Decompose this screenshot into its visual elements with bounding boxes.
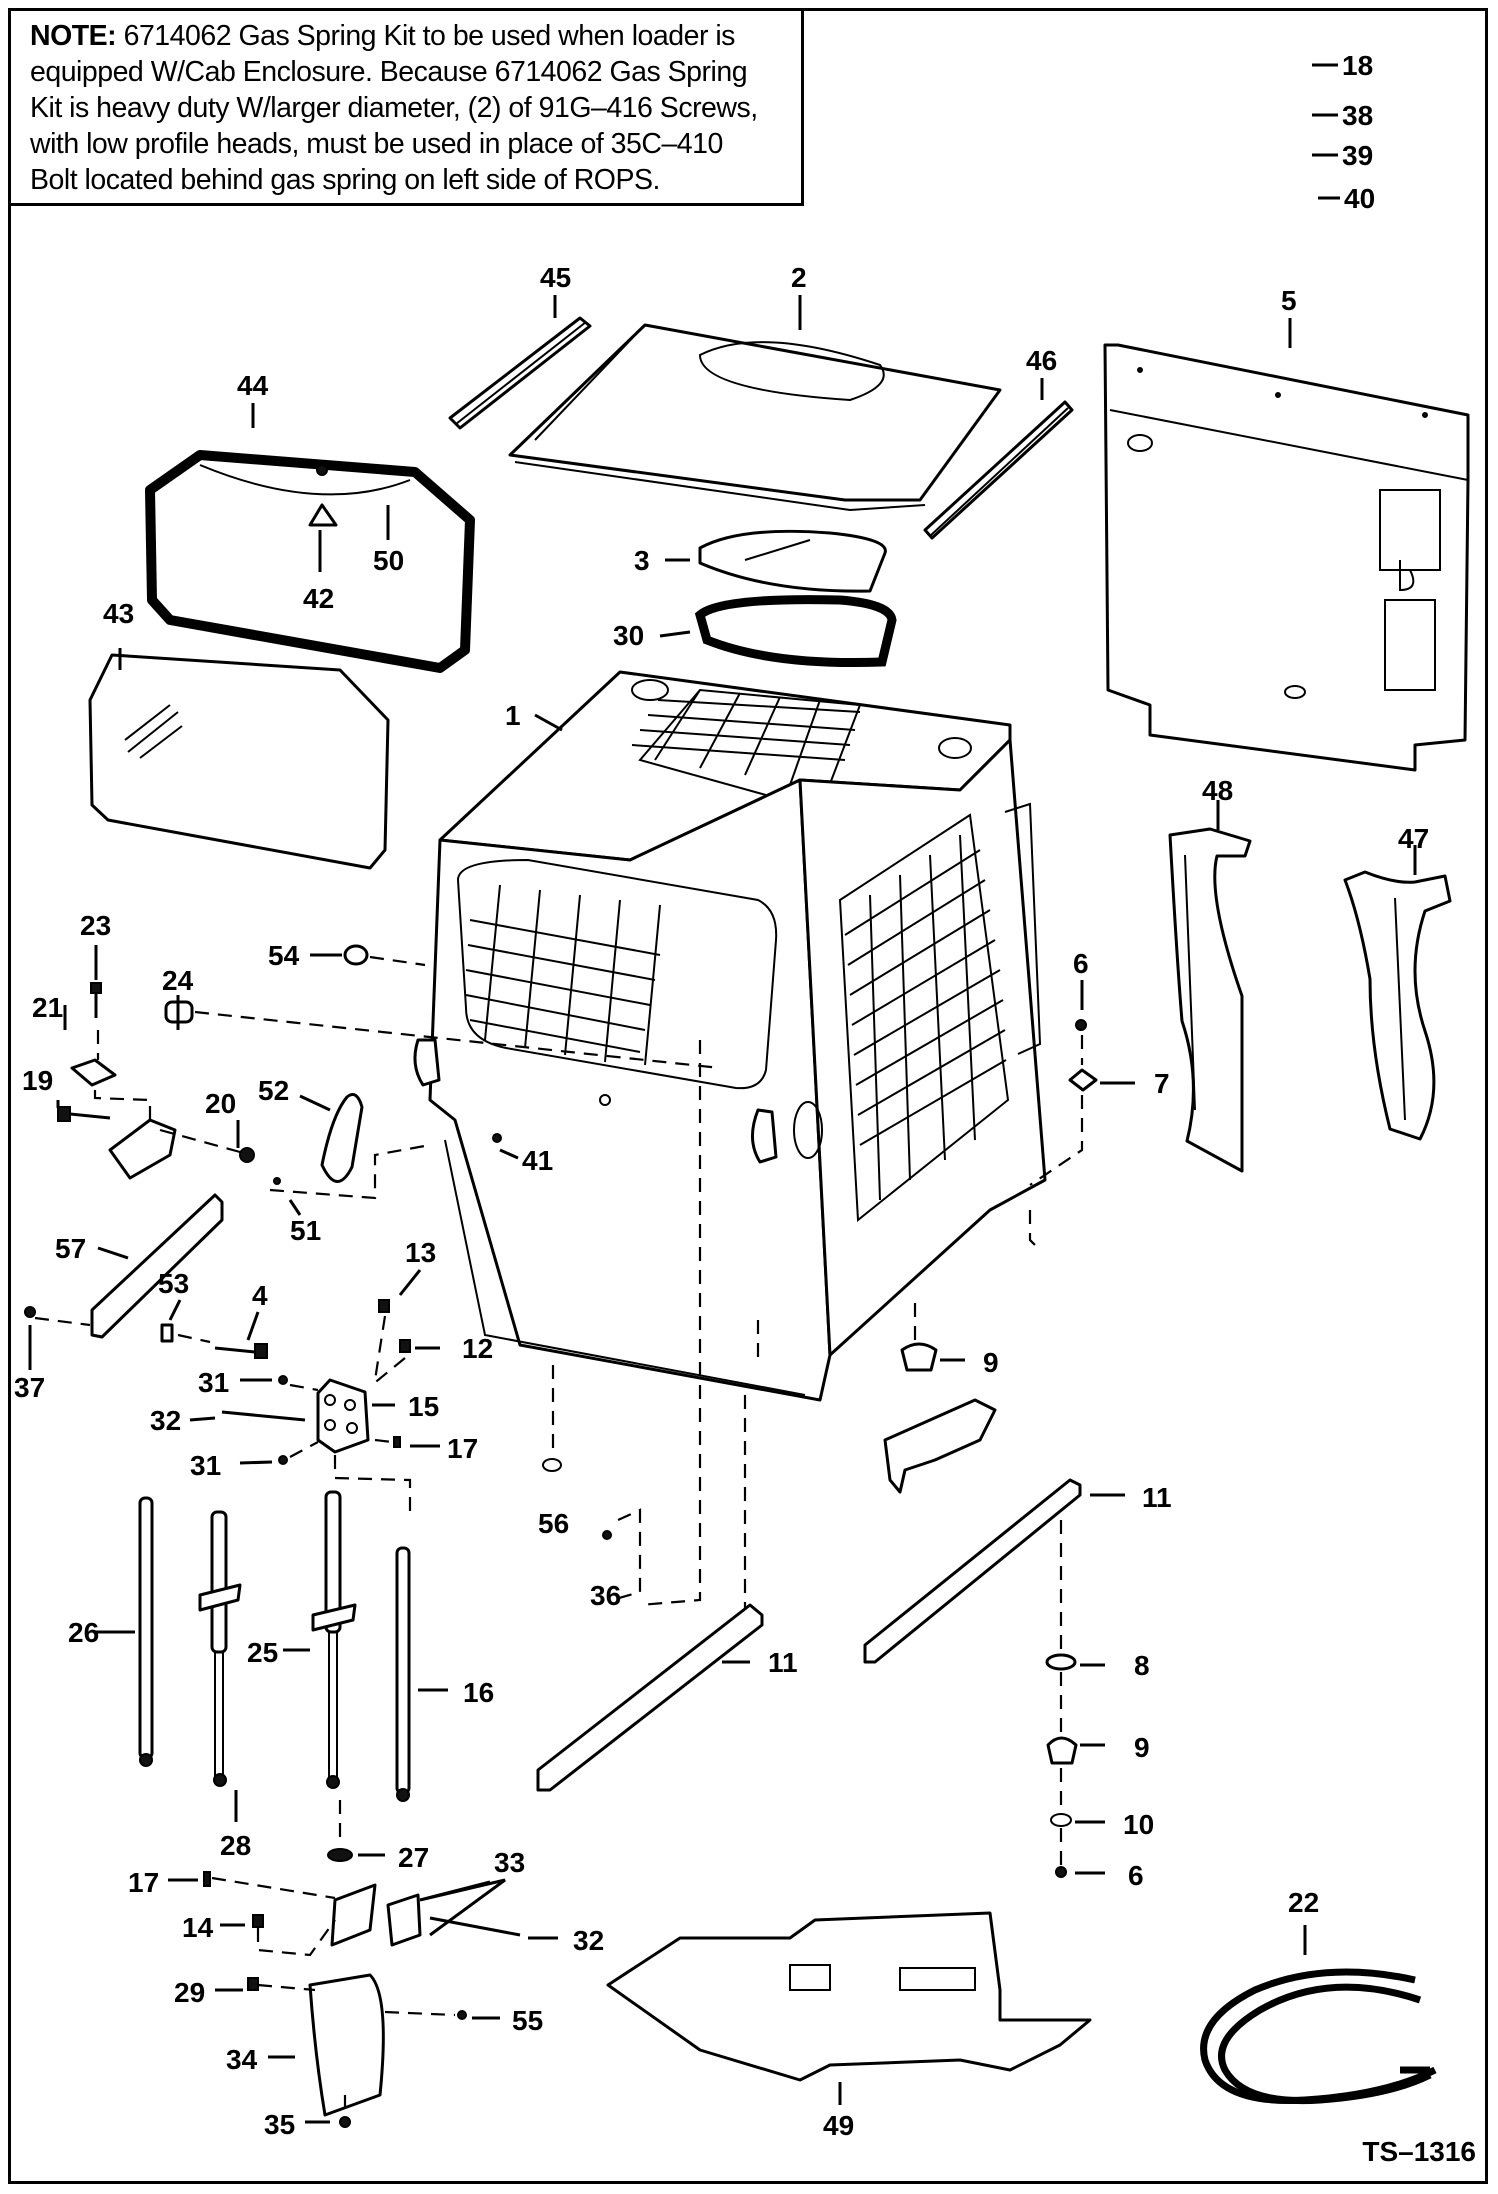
callout-4: 4 xyxy=(252,1280,268,1311)
callout-57: 57 xyxy=(55,1233,86,1264)
callout-12: 12 xyxy=(462,1333,493,1364)
callout-6-lower: 6 xyxy=(1128,1860,1144,1891)
callout-46: 46 xyxy=(1026,345,1057,376)
callout-9-upper: 9 xyxy=(983,1347,999,1378)
note-text: NOTE: 6714062 Gas Spring Kit to be used … xyxy=(30,18,787,198)
callout-51: 51 xyxy=(290,1215,321,1246)
callout-43: 43 xyxy=(103,598,134,629)
callout-26: 26 xyxy=(68,1617,99,1648)
note-line-4: with low profile heads, must be used in … xyxy=(30,128,723,160)
callout-39: 39 xyxy=(1342,140,1373,171)
part-5-rear-panel xyxy=(1103,343,1470,772)
callout-22: 22 xyxy=(1288,1887,1319,1918)
callout-11-left: 11 xyxy=(768,1647,798,1678)
callout-16: 16 xyxy=(463,1677,494,1708)
callout-34: 34 xyxy=(226,2044,258,2075)
note-label: NOTE: xyxy=(30,20,117,52)
drawing-reference-number: TS–1316 xyxy=(1362,2136,1476,2167)
callout-27: 27 xyxy=(398,1842,429,1873)
callout-36: 36 xyxy=(590,1580,621,1611)
callout-17-lower: 17 xyxy=(128,1867,159,1898)
part-43-door-glass xyxy=(88,653,390,870)
part-1-cab-body xyxy=(413,670,1047,1402)
callout-2: 2 xyxy=(791,262,807,293)
callout-44: 44 xyxy=(237,370,269,401)
lower-hinge-assembly xyxy=(203,1848,521,2128)
callout-6-top: 6 xyxy=(1073,948,1089,979)
leader-lines xyxy=(28,63,1417,2124)
callout-41: 41 xyxy=(522,1145,553,1176)
callout-32-upper: 32 xyxy=(150,1405,181,1436)
callout-10: 10 xyxy=(1123,1809,1154,1840)
callout-31-lower: 31 xyxy=(190,1450,221,1481)
callout-7: 7 xyxy=(1154,1068,1170,1099)
callout-40: 40 xyxy=(1344,183,1375,214)
callout-53: 53 xyxy=(158,1268,189,1299)
callout-47: 47 xyxy=(1398,823,1429,854)
gas-springs xyxy=(138,1490,411,1802)
callout-54: 54 xyxy=(268,940,300,971)
callout-24: 24 xyxy=(162,965,194,996)
callout-56: 56 xyxy=(538,1508,569,1539)
callout-38: 38 xyxy=(1342,100,1373,131)
callout-3: 3 xyxy=(634,545,650,576)
part-2-top-cover xyxy=(508,323,1002,511)
assembly-dashed-lines xyxy=(34,955,1084,2115)
note-line-5: Bolt located behind gas spring on left s… xyxy=(30,164,660,196)
part-45-strip xyxy=(448,316,592,430)
callout-18: 18 xyxy=(1342,50,1373,81)
callout-23: 23 xyxy=(80,910,111,941)
part-22-seal-coil xyxy=(1200,1968,1437,2105)
callout-52: 52 xyxy=(258,1075,289,1106)
callout-49: 49 xyxy=(823,2110,854,2141)
callout-31-upper: 31 xyxy=(198,1367,229,1398)
callout-19: 19 xyxy=(22,1065,53,1096)
callout-45: 45 xyxy=(540,262,571,293)
callout-20: 20 xyxy=(205,1088,236,1119)
note-line-2: equipped W/Cab Enclosure. Because 671406… xyxy=(30,56,748,88)
callout-48: 48 xyxy=(1202,775,1233,806)
callout-30: 30 xyxy=(613,620,644,651)
callout-15: 15 xyxy=(408,1391,439,1422)
part-30-roof-seal xyxy=(694,595,897,668)
callout-17-upper: 17 xyxy=(447,1433,478,1464)
callout-5: 5 xyxy=(1281,285,1297,316)
callout-37: 37 xyxy=(14,1372,45,1403)
callout-42: 42 xyxy=(303,583,334,614)
callout-50: 50 xyxy=(373,545,404,576)
hardware-small-parts xyxy=(24,944,1098,1878)
callout-numbers: 18 38 39 40 45 2 5 46 44 50 42 3 30 43 1… xyxy=(14,50,1429,2141)
callout-25: 25 xyxy=(247,1637,278,1668)
diagram-frame xyxy=(8,8,1488,2184)
note-box: NOTE: 6714062 Gas Spring Kit to be used … xyxy=(8,8,804,206)
part-44-seal xyxy=(145,450,475,673)
part-47-trim xyxy=(1343,870,1452,1141)
callout-1: 1 xyxy=(505,700,521,731)
part-48-trim xyxy=(1168,827,1252,1173)
callout-14: 14 xyxy=(182,1912,214,1943)
callout-33: 33 xyxy=(494,1847,525,1878)
callout-32-lower: 32 xyxy=(573,1925,604,1956)
callout-9-lower: 9 xyxy=(1134,1732,1150,1763)
note-line-3: Kit is heavy duty W/larger diameter, (2)… xyxy=(30,92,758,124)
callout-28: 28 xyxy=(220,1830,251,1861)
callout-35: 35 xyxy=(264,2109,295,2140)
part-49-floor-mat xyxy=(606,1911,1092,2082)
note-line-1: 6714062 Gas Spring Kit to be used when l… xyxy=(123,20,736,52)
part-46-strip xyxy=(923,400,1074,540)
callout-55: 55 xyxy=(512,2005,543,2036)
callout-29: 29 xyxy=(174,1977,205,2008)
callout-8: 8 xyxy=(1134,1650,1150,1681)
callout-13: 13 xyxy=(405,1237,436,1268)
part-3-roof-glass xyxy=(698,529,887,593)
callout-21: 21 xyxy=(32,992,63,1023)
callout-11-right: 11 xyxy=(1142,1482,1172,1513)
